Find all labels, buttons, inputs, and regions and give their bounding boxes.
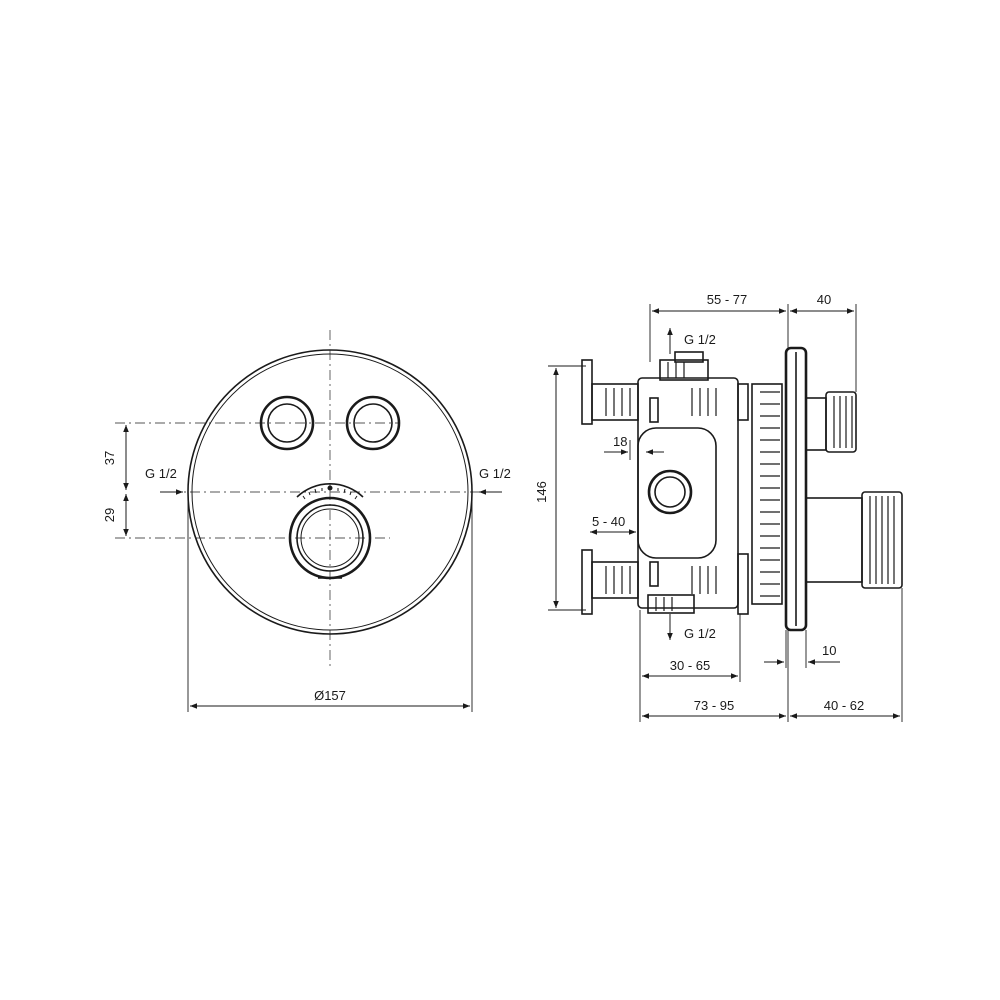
dim-73-95-label: 73 - 95 <box>694 698 734 713</box>
button-spindle <box>805 391 857 453</box>
mounting-bracket-top <box>581 359 749 425</box>
dim-diameter-label: Ø157 <box>314 688 346 703</box>
thermostat-cartridge <box>805 491 903 589</box>
inlet-left-label: G 1/2 <box>145 466 177 481</box>
push-button-left <box>259 395 315 451</box>
outlet-top-label: G 1/2 <box>684 332 716 347</box>
dim-5-40-label: 5 - 40 <box>592 514 625 529</box>
inlet-right-label: G 1/2 <box>479 466 511 481</box>
top-port <box>659 351 709 381</box>
dim-146-label: 146 <box>534 481 549 503</box>
wall-plate <box>784 346 808 632</box>
outlet-bottom-label: G 1/2 <box>684 626 716 641</box>
side-view: G 1/2 G 1/2 146 55 - 77 40 18 5 - 40 30 … <box>534 292 903 722</box>
push-button-right <box>345 395 401 451</box>
front-view: G 1/2 G 1/2 37 29 Ø157 <box>102 330 511 712</box>
bottom-port <box>647 594 695 614</box>
dim-40-label: 40 <box>817 292 831 307</box>
dim-37-label: 37 <box>102 451 117 465</box>
dim-18-label: 18 <box>613 434 627 449</box>
dim-10-label: 10 <box>822 643 836 658</box>
center-bore-inner <box>654 476 686 508</box>
center-bore <box>647 469 693 515</box>
knob-scale-marks <box>302 485 358 579</box>
dim-30-65-label: 30 - 65 <box>670 658 710 673</box>
housing-body <box>637 377 739 609</box>
thermostat-knob <box>288 483 372 580</box>
dim-40-62-label: 40 - 62 <box>824 698 864 713</box>
housing-inner-recess <box>637 427 717 559</box>
faceplate-inner <box>191 353 469 631</box>
mounting-bracket-bottom <box>581 549 749 615</box>
dim-29-label: 29 <box>102 508 117 522</box>
dim-55-77-label: 55 - 77 <box>707 292 747 307</box>
threaded-sleeve <box>751 383 783 605</box>
faceplate-outer <box>187 349 473 635</box>
